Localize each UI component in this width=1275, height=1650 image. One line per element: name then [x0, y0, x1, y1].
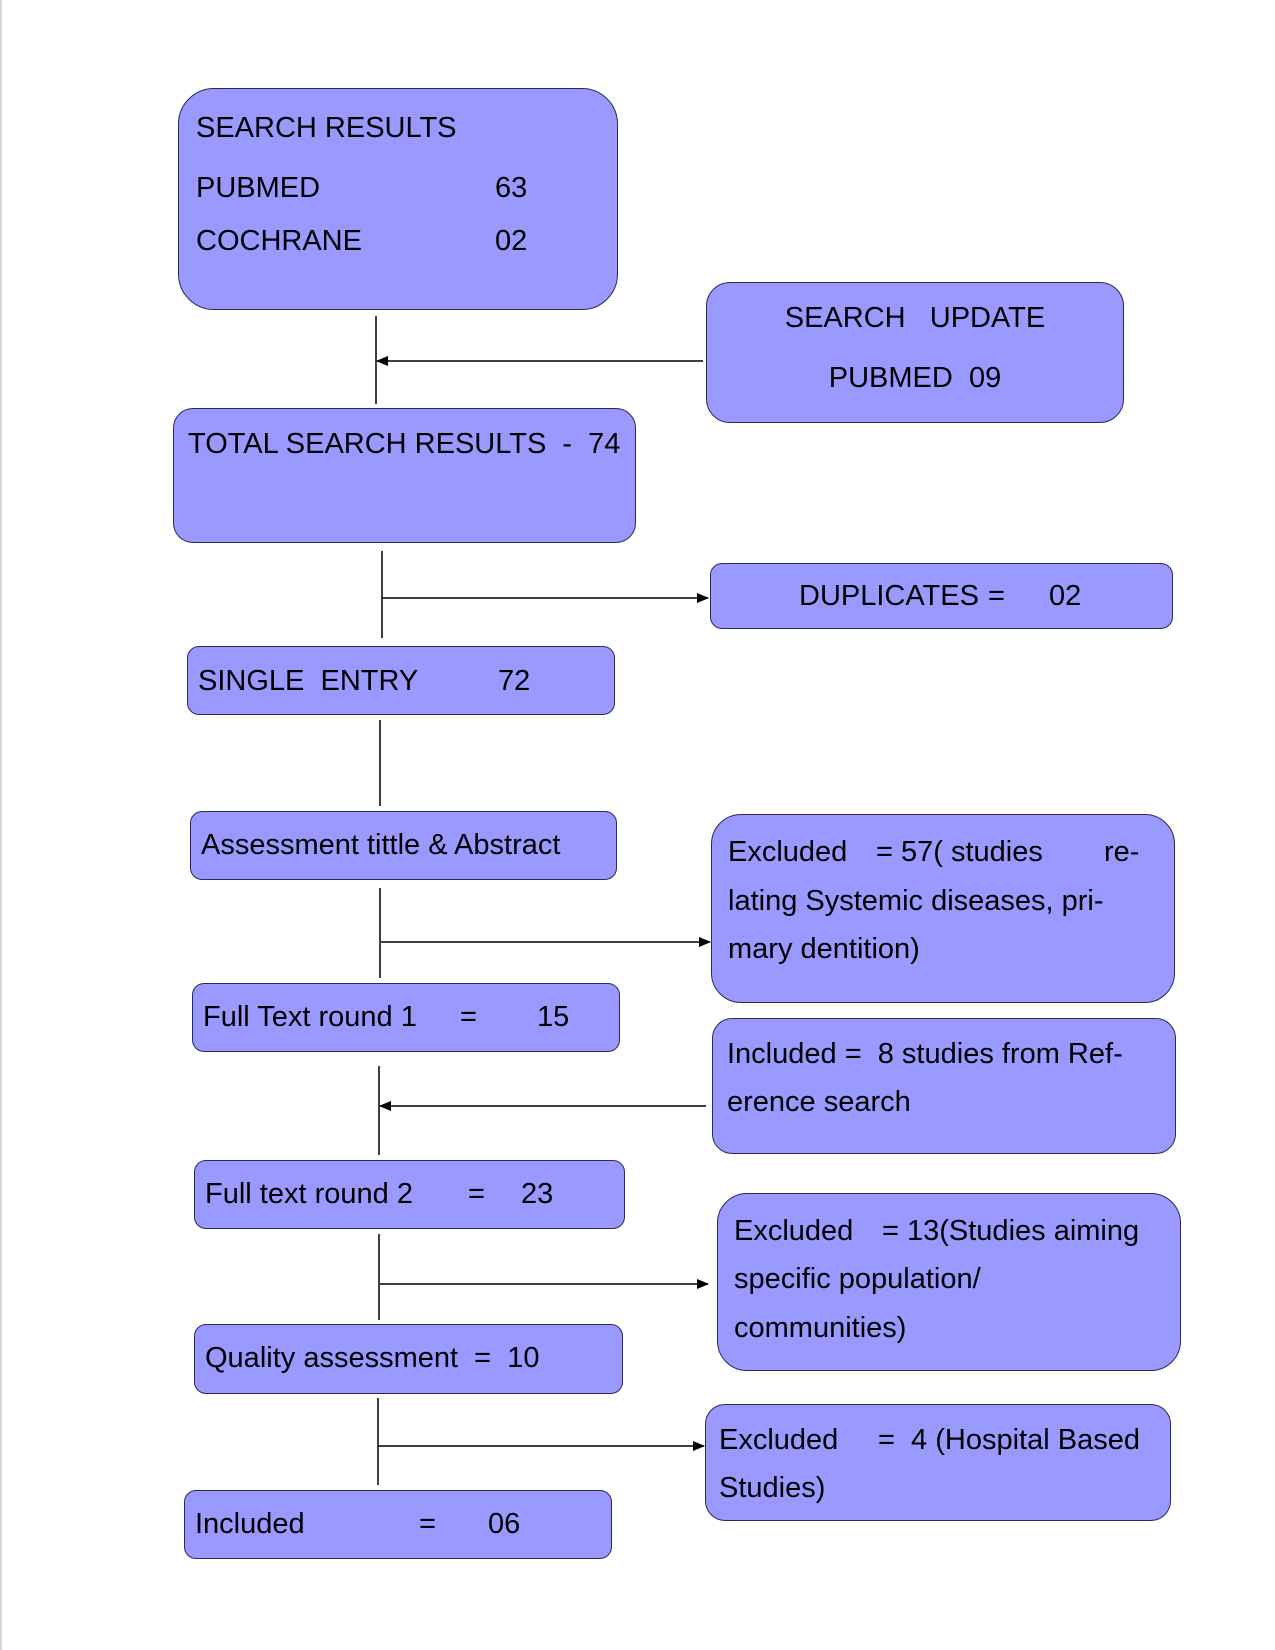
excluded-57-count: = 57( studies — [876, 836, 1043, 868]
search-results-box: SEARCH RESULTS PUBMED 63 COCHRANE 02 — [178, 88, 618, 310]
excluded-57-reason-line3: mary dentition) — [728, 933, 920, 965]
excluded-57-hyphen: re- — [1104, 836, 1140, 868]
duplicates-box: DUPLICATES = 02 — [710, 563, 1173, 629]
assessment-box: Assessment tittle & Abstract — [190, 811, 617, 880]
excluded-57-reason-line2: lating Systemic diseases, pri- — [728, 885, 1104, 917]
included-final-equals: = — [419, 1508, 436, 1540]
search-update-box: SEARCH UPDATE PUBMED 09 — [706, 282, 1124, 423]
full-text-round-1-box: Full Text round 1 = 15 — [192, 983, 620, 1052]
duplicates-equals: = — [988, 580, 1005, 612]
included-8-line1: Included = 8 studies from Ref- — [727, 1038, 1123, 1070]
excluded-13-reason-line2: specific population/ — [734, 1263, 981, 1295]
included-final-box: Included = 06 — [184, 1490, 612, 1559]
quality-assessment-box: Quality assessment = 10 — [194, 1324, 623, 1394]
assessment-label: Assessment tittle & Abstract — [201, 829, 561, 861]
excluded-13-box: Excluded = 13(Studies aiming specific po… — [717, 1193, 1181, 1371]
quality-assessment-label: Quality assessment = 10 — [205, 1342, 540, 1374]
excluded-13-count: = 13(Studies aiming — [882, 1215, 1140, 1247]
full-text-round-1-count: 15 — [537, 1001, 570, 1033]
excluded-57-box: Excluded = 57( studies re- lating System… — [711, 814, 1175, 1003]
search-update-title: SEARCH UPDATE — [784, 302, 1046, 334]
full-text-round-1-equals: = — [460, 1001, 477, 1033]
pubmed-label: PUBMED — [196, 172, 321, 204]
included-final-label: Included — [195, 1508, 305, 1540]
full-text-round-2-equals: = — [468, 1178, 485, 1210]
pubmed-count: 63 — [495, 172, 528, 204]
single-entry-box: SINGLE ENTRY 72 — [187, 646, 615, 715]
cochrane-label: COCHRANE — [196, 225, 362, 257]
duplicates-label: DUPLICATES — [799, 580, 979, 612]
full-text-round-2-label: Full text round 2 — [205, 1178, 413, 1210]
duplicates-count: 02 — [1049, 580, 1082, 612]
search-update-count: PUBMED 09 — [828, 362, 1002, 394]
excluded-57-label: Excluded — [728, 836, 848, 868]
excluded-13-reason-line3: communities) — [734, 1312, 907, 1344]
total-search-results-box: TOTAL SEARCH RESULTS - 74 — [173, 408, 636, 543]
included-8-box: Included = 8 studies from Ref- erence se… — [712, 1018, 1176, 1154]
search-results-title: SEARCH RESULTS — [196, 112, 457, 144]
cochrane-count: 02 — [495, 225, 528, 257]
excluded-13-label: Excluded — [734, 1215, 854, 1247]
excluded-4-box: Excluded = 4 (Hospital Based Studies) — [705, 1404, 1171, 1521]
included-8-line2: erence search — [727, 1086, 911, 1118]
excluded-4-label: Excluded — [719, 1424, 839, 1456]
full-text-round-2-count: 23 — [521, 1178, 554, 1210]
excluded-4-reason-line2: Studies) — [719, 1472, 826, 1504]
full-text-round-1-label: Full Text round 1 — [203, 1001, 417, 1033]
excluded-4-count: = 4 (Hospital Based — [878, 1424, 1140, 1456]
total-search-results-label: TOTAL SEARCH RESULTS - 74 — [188, 428, 621, 460]
single-entry-count: 72 — [498, 665, 531, 697]
included-final-count: 06 — [488, 1508, 521, 1540]
single-entry-label: SINGLE ENTRY — [198, 665, 419, 697]
full-text-round-2-box: Full text round 2 = 23 — [194, 1160, 625, 1229]
page-edge — [0, 0, 2, 1650]
